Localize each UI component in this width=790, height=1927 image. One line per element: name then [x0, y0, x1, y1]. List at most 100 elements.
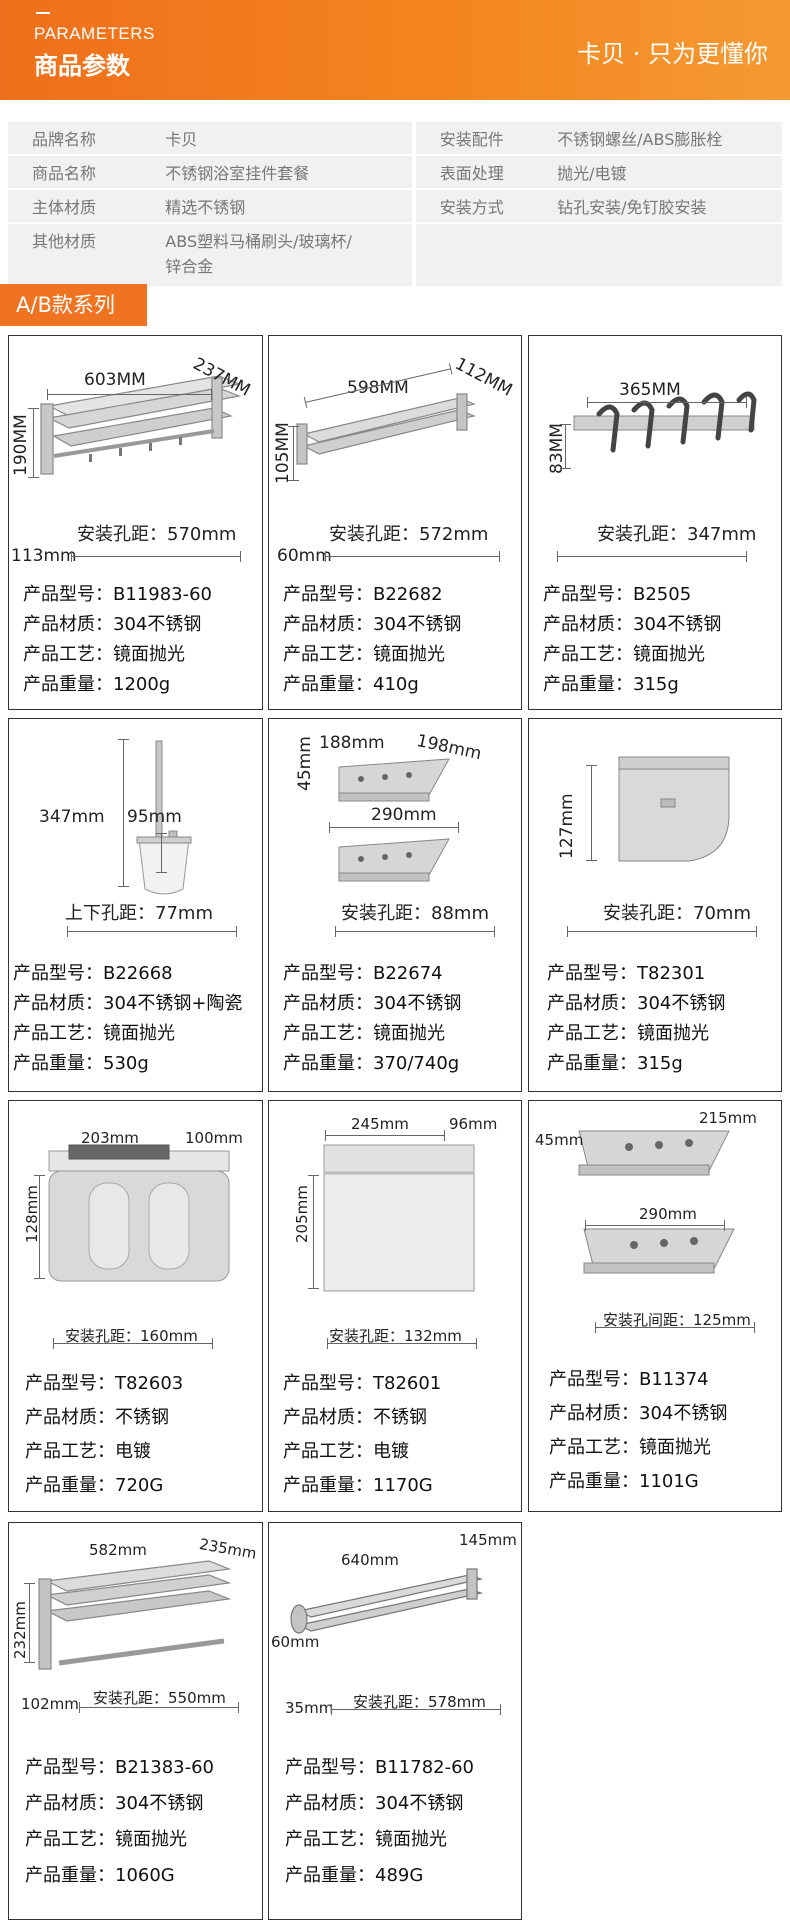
dim-side: 35mm — [285, 1699, 334, 1717]
param-key: 品牌名称 — [8, 122, 152, 154]
spec-model: 产品型号：T82301 — [547, 963, 706, 984]
spec-material: 产品材质：304不锈钢 — [23, 614, 202, 635]
install-hole-distance: 安装孔距：550mm — [93, 1689, 226, 1707]
install-hole-distance: 安装孔距：88mm — [341, 903, 489, 924]
spec-craft: 产品工艺：镜面抛光 — [283, 1023, 445, 1044]
spec-craft: 产品工艺：镜面抛光 — [549, 1437, 711, 1458]
dim-width: 365MM — [619, 380, 681, 400]
towel-rack-illustration — [40, 375, 242, 475]
param-key — [415, 224, 544, 286]
spec-material: 产品材质：304不锈钢 — [543, 614, 722, 635]
product-card: 640mm 145mm 60mm 35mm 安装孔距：578mm 产品型号：B1… — [268, 1522, 522, 1920]
spec-craft: 产品工艺：电镀 — [25, 1441, 151, 1462]
install-hole-distance: 安装孔距：160mm — [65, 1327, 198, 1345]
dim-width: 203mm — [81, 1129, 139, 1147]
product-card: 203mm 100mm 128mm 安装孔距：160mm 产品型号：T82603… — [8, 1100, 263, 1512]
spec-material: 产品材质：304不锈钢 — [547, 993, 726, 1014]
param-key: 安装配件 — [415, 122, 544, 154]
dim-depth: 96mm — [449, 1115, 498, 1133]
towel-bar-illustration — [296, 393, 476, 465]
param-key: 其他材质 — [8, 224, 152, 286]
dim-height: 45mm — [295, 736, 315, 791]
dim-height: 347mm — [39, 807, 105, 827]
spec-model: 产品型号：B22674 — [283, 963, 443, 984]
dim-side: 113mm — [11, 546, 77, 566]
spec-material: 产品材质：304不锈钢 — [285, 1793, 464, 1814]
dim-height: 232mm — [11, 1601, 29, 1659]
header-slogan: 卡贝 · 只为更懂你 — [577, 40, 768, 68]
dim-width: 598MM — [347, 378, 409, 398]
spec-craft: 产品工艺：镜面抛光 — [23, 644, 185, 665]
product-card: 245mm 96mm 205mm 安装孔距：132mm 产品型号：T82601 … — [268, 1100, 522, 1512]
spec-model: 产品型号：B21383-60 — [25, 1757, 215, 1778]
product-card: 215mm 45mm 290mm 安装孔间距：125mm 产品型号：B11374… — [528, 1100, 782, 1512]
dim-height: 45mm — [535, 1131, 584, 1149]
dim-height-2: 95mm — [127, 807, 182, 827]
spec-model: 产品型号：B22682 — [283, 584, 443, 605]
param-value: ABS塑料马桶刷头/玻璃杯/锌合金 — [151, 224, 412, 286]
param-row: 其他材质 ABS塑料马桶刷头/玻璃杯/锌合金 — [8, 224, 782, 286]
dim-width: 640mm — [341, 1551, 399, 1569]
spec-material: 产品材质：304不锈钢 — [283, 614, 462, 635]
spec-weight: 产品重量：530g — [13, 1053, 149, 1074]
spec-craft: 产品工艺：镜面抛光 — [283, 644, 445, 665]
product-card: 603MM 237MM 190MM 安装孔距：570mm 113mm 产品型号：… — [8, 335, 263, 710]
product-card: 127mm 安装孔距：70mm 产品型号：T82301 产品材质：304不锈钢 … — [528, 718, 782, 1092]
spec-weight: 产品重量：315g — [543, 674, 679, 695]
param-row: 品牌名称 卡贝 安装配件 不锈钢螺丝/ABS膨胀栓 — [8, 122, 782, 154]
corner-shelf-illustration — [338, 758, 450, 882]
header-dash — [36, 12, 50, 14]
spec-material: 产品材质：304不锈钢 — [549, 1403, 728, 1424]
spec-weight: 产品重量：489G — [285, 1865, 424, 1886]
parameters-table: 品牌名称 卡贝 安装配件 不锈钢螺丝/ABS膨胀栓 商品名称 不锈钢浴室挂件套餐… — [8, 120, 782, 288]
spec-craft: 产品工艺：电镀 — [283, 1441, 409, 1462]
dim-side: 60mm — [277, 546, 332, 566]
spec-weight: 产品重量：410g — [283, 674, 419, 695]
product-card: 365MM 83MM 安装孔距：347mm 产品型号：B2505 产品材质：30… — [528, 335, 782, 710]
spec-weight: 产品重量：1200g — [23, 674, 171, 695]
dim-height: 105MM — [273, 422, 293, 484]
param-value — [543, 224, 782, 286]
spec-weight: 产品重量：720G — [25, 1475, 164, 1496]
spec-craft: 产品工艺：镜面抛光 — [13, 1023, 175, 1044]
corner-basket-illustration — [578, 1130, 735, 1274]
page-header: PARAMETERS 商品参数 卡贝 · 只为更懂你 — [0, 0, 790, 100]
dim-depth: 145mm — [459, 1531, 517, 1549]
header-title-en: PARAMETERS — [34, 24, 155, 43]
spec-material: 产品材质：不锈钢 — [25, 1407, 169, 1428]
spec-model: 产品型号：B11374 — [549, 1369, 709, 1390]
dim-width: 582mm — [89, 1541, 147, 1559]
install-hole-distance: 上下孔距：77mm — [65, 903, 213, 924]
install-hole-distance: 安装孔距：347mm — [597, 524, 757, 545]
param-value: 抛光/电镀 — [543, 156, 782, 188]
spec-model: 产品型号：B11782-60 — [285, 1757, 475, 1778]
spec-weight: 产品重量：1060G — [25, 1865, 175, 1886]
install-hole-distance: 安装孔距：132mm — [329, 1327, 462, 1345]
param-key: 安装方式 — [415, 190, 544, 222]
install-hole-distance: 安装孔距：572mm — [329, 524, 489, 545]
tissue-box-illustration — [48, 1144, 230, 1282]
paper-box-illustration — [323, 1144, 475, 1292]
spec-craft: 产品工艺：镜面抛光 — [547, 1023, 709, 1044]
spec-model: 产品型号：B22668 — [13, 963, 173, 984]
dim-height: 127mm — [557, 793, 577, 859]
product-card: 582mm 235mm 232mm 102mm 安装孔距：550mm 产品型号：… — [8, 1522, 263, 1920]
param-value: 不锈钢螺丝/ABS膨胀栓 — [543, 122, 782, 154]
spec-craft: 产品工艺：镜面抛光 — [543, 644, 705, 665]
spec-craft: 产品工艺：镜面抛光 — [25, 1829, 187, 1850]
dim-height: 205mm — [293, 1185, 311, 1243]
spec-weight: 产品重量：370/740g — [283, 1053, 460, 1074]
spec-material: 产品材质：不锈钢 — [283, 1407, 427, 1428]
spec-material: 产品材质：304不锈钢+陶瓷 — [13, 993, 243, 1014]
spec-model: 产品型号：T82601 — [283, 1373, 442, 1394]
dim-width: 603MM — [84, 370, 146, 390]
spec-model: 产品型号：T82603 — [25, 1373, 184, 1394]
param-row: 主体材质 精选不锈钢 安装方式 钻孔安装/免钉胶安装 — [8, 190, 782, 222]
product-card: 347mm 95mm 上下孔距：77mm 产品型号：B22668 产品材质：30… — [8, 718, 263, 1092]
toilet-brush-illustration — [136, 740, 192, 895]
dim-width-2: 290mm — [371, 805, 437, 825]
series-label: A/B款系列 — [0, 284, 147, 326]
product-card: 188mm 198mm 45mm 290mm 安装孔距：88mm 产品型号：B2… — [268, 718, 522, 1092]
paper-holder-illustration — [618, 756, 730, 862]
param-key: 主体材质 — [8, 190, 152, 222]
